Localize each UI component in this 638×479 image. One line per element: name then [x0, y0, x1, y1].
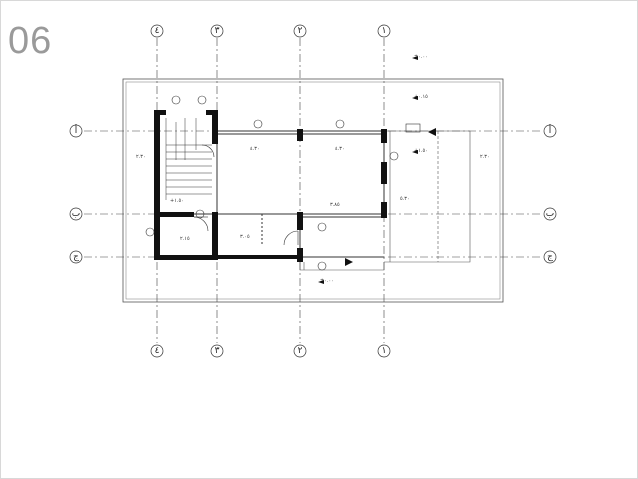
- svg-text:٣.٠٥: ٣.٠٥: [240, 234, 250, 240]
- stair-treads: [165, 118, 212, 200]
- axis-label-bottom-1: ١: [382, 346, 387, 356]
- column-5: [297, 212, 303, 230]
- door-swing-1: [193, 216, 209, 232]
- bubble-left-b: [69, 207, 83, 221]
- terrace-outline: [384, 130, 471, 263]
- axis-label-bottom-2: ٢: [298, 346, 303, 356]
- level-label-bottom: ±٠.٠٠: [320, 278, 334, 284]
- axis-label-top-3: ٣: [215, 26, 220, 36]
- wall-stair-top: [154, 110, 166, 115]
- axis-label-right-a: أ: [549, 124, 552, 136]
- wall-mid-left: [160, 212, 194, 217]
- window-detail: [405, 123, 421, 133]
- bubble-bottom-1: [377, 344, 391, 358]
- level-label-top: ±٠.٠٠: [414, 54, 428, 60]
- dimension-labels: ٤.٣٠ ٤.٣٠ ٣.٨٥ ٣.٠٥ ٢.١٥ ٥.٣٠ ٢.٣٠ ٢.٣٠: [136, 146, 490, 242]
- door-swing-3: [201, 144, 215, 158]
- axis-label-top-4: ٤: [155, 26, 160, 36]
- wall-stair-right: [212, 110, 218, 144]
- door-swings: [193, 144, 299, 246]
- bubble-top-2: [293, 24, 307, 38]
- site-outline-outer: [122, 78, 504, 303]
- axis-label-right-b: ب: [546, 209, 554, 219]
- svg-text:٤.٣٠: ٤.٣٠: [335, 146, 345, 152]
- grid-bubbles-top: [150, 24, 391, 38]
- grid-bubbles-bottom: [150, 344, 391, 358]
- small-arrows: [318, 56, 418, 284]
- axis-label-top-2: ٢: [298, 26, 303, 36]
- grid-bubbles-left: [69, 124, 83, 264]
- axis-label-left-c: ج: [73, 252, 79, 262]
- svg-text:٢.٣٠: ٢.٣٠: [480, 154, 490, 160]
- bubble-top-3: [210, 24, 224, 38]
- bubble-right-c: [543, 250, 557, 264]
- svg-text:٢.٣٠: ٢.٣٠: [136, 154, 146, 160]
- axis-label-left-a: أ: [75, 124, 78, 136]
- axis-label-right-c: ج: [547, 252, 553, 262]
- svg-text:٢.١٥: ٢.١٥: [180, 236, 190, 242]
- svg-text:٣.٨٥: ٣.٨٥: [330, 202, 340, 208]
- bubble-right-a: [543, 124, 557, 138]
- column-2: [381, 129, 387, 143]
- bubble-left-a: [69, 124, 83, 138]
- slide-number: 06: [8, 20, 53, 62]
- column-6: [297, 248, 303, 262]
- axis-label-left-b: ب: [72, 209, 80, 219]
- level-label-right-1: +٠.١٥: [414, 94, 428, 100]
- column-4: [381, 202, 387, 218]
- column-1: [297, 129, 303, 141]
- bubble-top-4: [150, 24, 164, 38]
- wall-bottom-left: [154, 255, 218, 260]
- axis-label-top-1: ١: [382, 26, 387, 36]
- level-label-right-2: +١.٥٠: [414, 148, 428, 154]
- thick-walls: [154, 110, 387, 262]
- grid-bubbles-right: [543, 124, 557, 264]
- site-outline-inner: [125, 81, 501, 300]
- vertical-grid-lines: [156, 38, 385, 343]
- wall-left: [154, 110, 160, 260]
- bubble-left-c: [69, 250, 83, 264]
- bubble-bottom-3: [210, 344, 224, 358]
- axis-label-bottom-3: ٣: [215, 346, 220, 356]
- level-markers: [145, 95, 399, 271]
- column-3: [381, 162, 387, 184]
- level-label-stair: +١.٥٠: [170, 198, 184, 204]
- bubble-right-b: [543, 207, 557, 221]
- horizontal-grid-lines: [84, 130, 542, 258]
- svg-text:٤.٣٠: ٤.٣٠: [250, 146, 260, 152]
- porch-outline: [299, 262, 385, 271]
- axis-label-bottom-4: ٤: [155, 346, 160, 356]
- svg-text:٥.٣٠: ٥.٣٠: [400, 196, 410, 202]
- bubble-bottom-2: [293, 344, 307, 358]
- thin-walls: [160, 130, 385, 262]
- bubble-top-1: [377, 24, 391, 38]
- level-arrows: [345, 128, 436, 266]
- wall-bottom-mid: [217, 255, 303, 259]
- door-swing-2: [283, 230, 299, 246]
- wall-inner-vertical: [212, 212, 218, 260]
- bubble-bottom-4: [150, 344, 164, 358]
